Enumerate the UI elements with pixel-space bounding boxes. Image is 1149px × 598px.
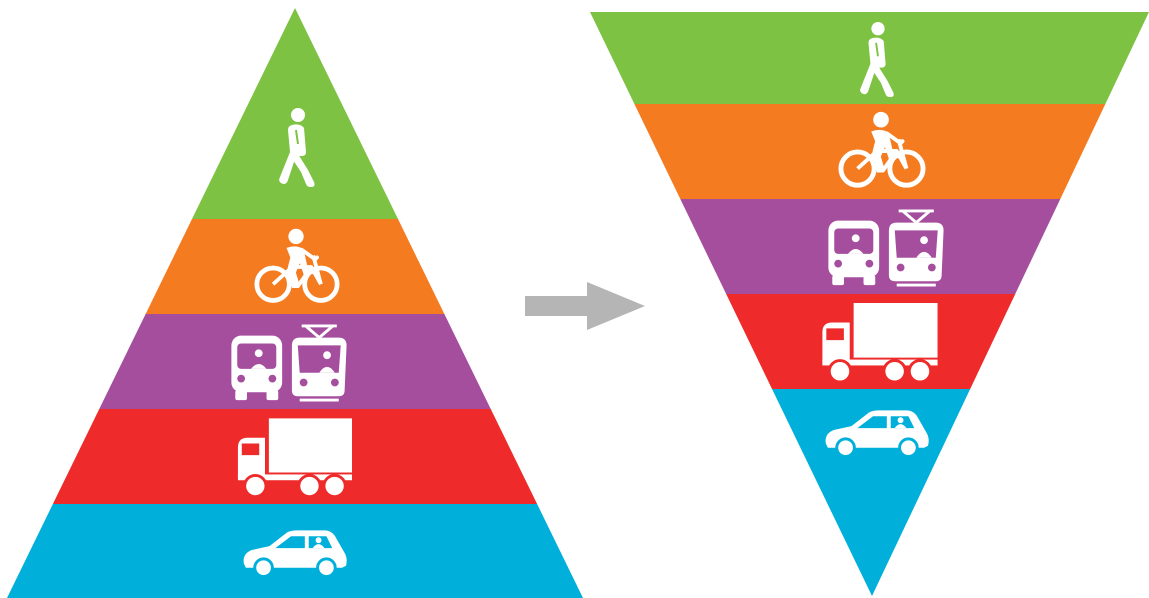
pyramid-tier-freight [52,409,538,504]
pyramid-tier-public-transport [99,314,491,409]
inverted-tier-walking [590,12,1149,104]
inverted-tier-private-car [772,389,971,596]
arrow-right-icon [525,282,645,330]
inverted-tier-freight [726,294,1016,389]
inverted-tier-public-transport [680,199,1061,294]
inverted-band-walking [590,12,1149,104]
transport-pyramid [7,8,583,598]
inverted-transport-pyramid [590,12,1149,596]
inverted-tier-cycling [634,104,1106,199]
pyramid-tier-walking [192,8,398,219]
arrow-shape [525,282,645,330]
inverted-band-cycling [634,104,1106,199]
pyramid-tier-private-car [7,504,583,598]
pyramid-tier-cycling [145,219,445,314]
